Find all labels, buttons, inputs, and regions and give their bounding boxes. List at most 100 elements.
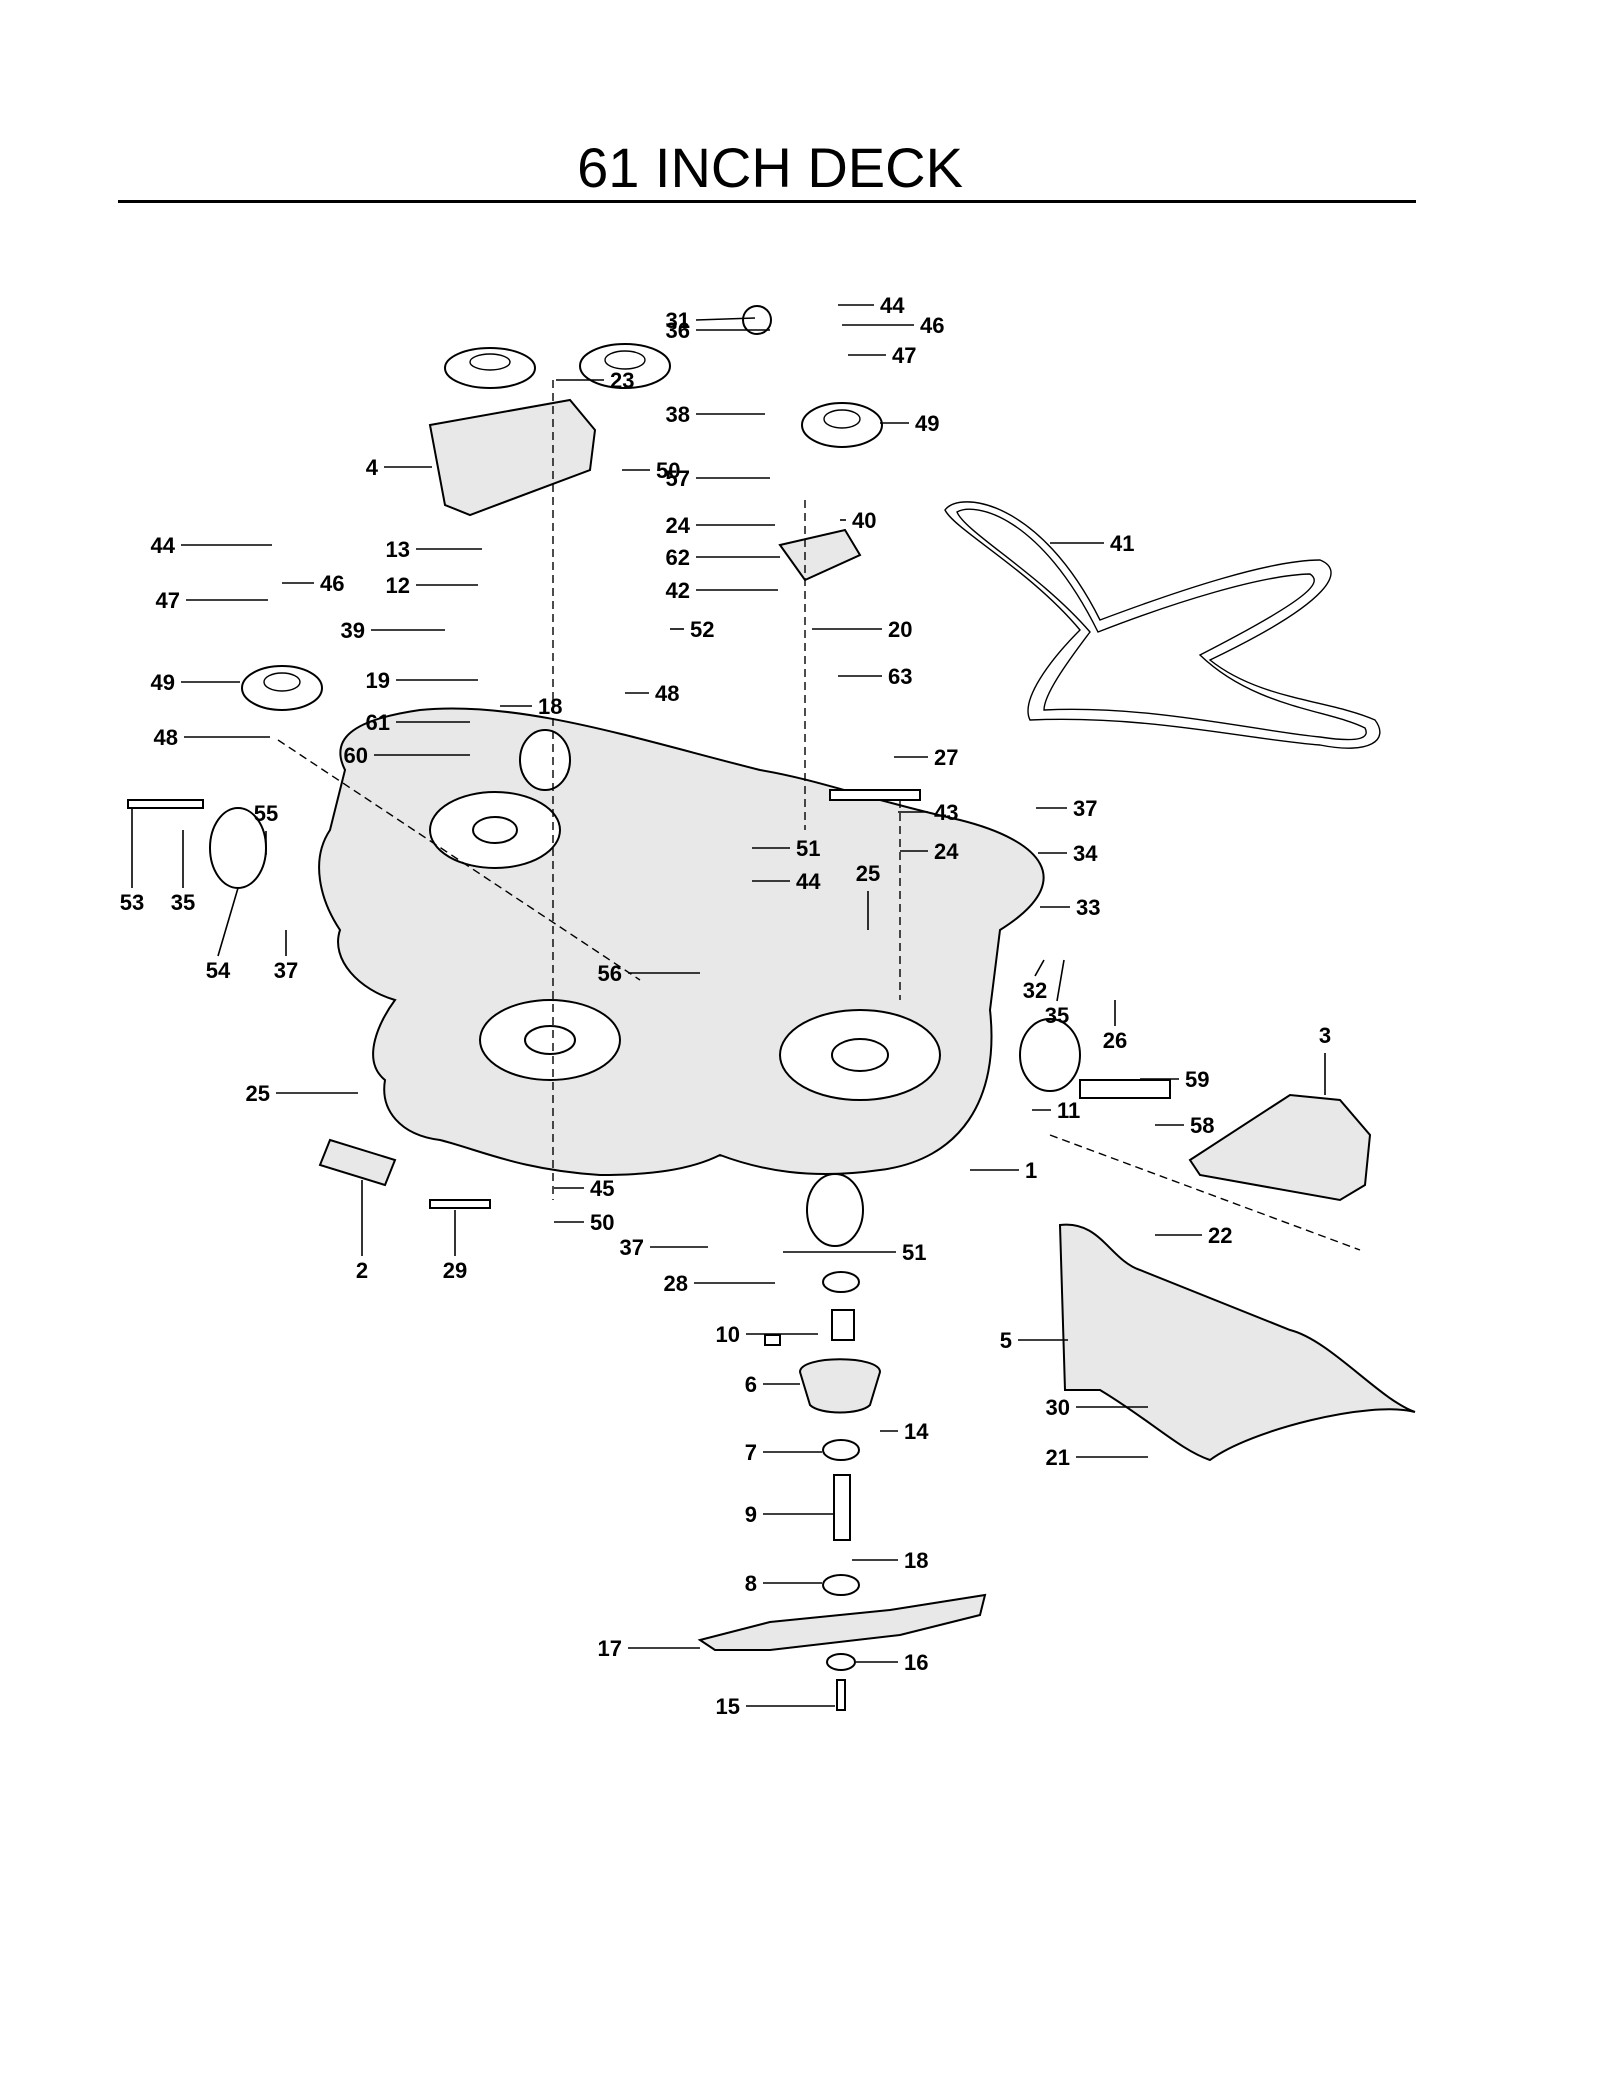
callout-label: 35 [1045, 1003, 1069, 1028]
callout-label: 46 [320, 571, 344, 596]
callout-56: 56 [598, 961, 700, 986]
gauge-wheel-rear-part [519, 729, 571, 791]
callout-label: 34 [1073, 841, 1098, 866]
callout-label: 42 [666, 578, 690, 603]
callout-18: 18 [852, 1548, 928, 1573]
bearing-part [822, 1271, 860, 1293]
callout-label: 51 [796, 836, 820, 861]
callout-label: 19 [366, 668, 390, 693]
callout-60: 60 [344, 743, 470, 768]
leader-line [217, 887, 239, 957]
deck-housing-part [318, 707, 1045, 1177]
callout-14: 14 [880, 1419, 929, 1444]
callout-1: 1 [970, 1158, 1037, 1183]
callout-label: 38 [666, 402, 690, 427]
spindle-shaft-9-part [833, 1474, 851, 1541]
callout-48: 48 [154, 725, 270, 750]
callout-3: 3 [1319, 1023, 1331, 1095]
callout-8: 8 [745, 1571, 822, 1596]
callout-label: 21 [1046, 1445, 1070, 1470]
callout-2: 2 [356, 1180, 368, 1283]
callout-label: 16 [904, 1650, 928, 1675]
callout-label: 23 [610, 368, 634, 393]
callout-20: 20 [812, 617, 912, 642]
callout-label: 51 [902, 1240, 926, 1265]
callout-44: 44 [838, 293, 905, 318]
callout-37: 37 [274, 930, 298, 983]
callout-25: 25 [856, 861, 880, 930]
callout-24: 24 [900, 839, 959, 864]
callout-34: 34 [1038, 841, 1098, 866]
callout-label: 47 [892, 343, 916, 368]
callout-35: 35 [1045, 959, 1069, 1028]
spacer-10-part [831, 1309, 855, 1341]
callout-46: 46 [842, 313, 944, 338]
callout-17: 17 [598, 1636, 700, 1661]
callout-12: 12 [386, 573, 478, 598]
idler-arm-part [764, 1334, 781, 1346]
callout-label: 7 [745, 1440, 757, 1465]
spindle-hub-right-part [472, 816, 518, 844]
callout-label: 57 [666, 466, 690, 491]
callout-label: 4 [366, 455, 379, 480]
callout-label: 60 [344, 743, 368, 768]
callout-54: 54 [206, 887, 239, 983]
spindle-housing-6-part [798, 1358, 882, 1414]
callout-label: 33 [1076, 895, 1100, 920]
callout-50: 50 [622, 458, 680, 483]
callout-37: 37 [1036, 796, 1097, 821]
callout-label: 59 [1185, 1067, 1209, 1092]
callout-43: 43 [898, 800, 958, 825]
callout-31: 31 [666, 308, 756, 333]
idler-pulley-49-left-part [241, 665, 323, 711]
callout-label: 31 [666, 308, 690, 333]
callout-label: 37 [620, 1235, 644, 1260]
callout-44: 44 [151, 533, 272, 558]
callout-label: 24 [934, 839, 959, 864]
pulley-39-part [444, 347, 536, 389]
callout-label: 30 [1046, 1395, 1070, 1420]
callout-7: 7 [745, 1440, 822, 1465]
callout-6: 6 [745, 1372, 800, 1397]
callout-label: 46 [920, 313, 944, 338]
callout-label: 50 [590, 1210, 614, 1235]
callout-33: 33 [1040, 895, 1100, 920]
callout-28: 28 [664, 1271, 775, 1296]
bolt-53-part [127, 799, 204, 809]
baffle-part [1058, 1223, 1416, 1462]
callout-label: 49 [151, 670, 175, 695]
callout-label: 36 [666, 318, 690, 343]
page-title: 61 INCH DECK [577, 136, 963, 199]
callout-label: 43 [934, 800, 958, 825]
callout-label: 47 [156, 588, 180, 613]
callout-51: 51 [752, 836, 820, 861]
callout-18: 18 [500, 694, 562, 719]
callout-59: 59 [1140, 1067, 1209, 1092]
callout-label: 54 [206, 958, 231, 983]
belt-cover-right-part [1188, 1093, 1372, 1202]
callout-label: 14 [904, 1419, 929, 1444]
spindle-hub-center-part [831, 1038, 889, 1072]
callout-47: 47 [156, 588, 268, 613]
callout-label: 50 [656, 458, 680, 483]
callout-49: 49 [880, 411, 939, 436]
callout-label: 25 [246, 1081, 270, 1106]
callout-label: 44 [880, 293, 905, 318]
callout-49: 49 [151, 670, 240, 695]
idler-bracket-part [778, 528, 862, 582]
spring-43-part [829, 789, 921, 801]
callout-label: 18 [904, 1548, 928, 1573]
callout-label: 8 [745, 1571, 757, 1596]
bolt-29-part [429, 1199, 491, 1209]
callout-29: 29 [443, 1210, 467, 1283]
callout-label: 1 [1025, 1158, 1037, 1183]
callout-label: 32 [1023, 978, 1047, 1003]
callout-label: 17 [598, 1636, 622, 1661]
callout-label: 41 [1110, 531, 1134, 556]
callout-label: 20 [888, 617, 912, 642]
roller-part [318, 1138, 397, 1187]
spindle-hub-left-part [524, 1025, 576, 1055]
callout-label: 10 [716, 1322, 740, 1347]
